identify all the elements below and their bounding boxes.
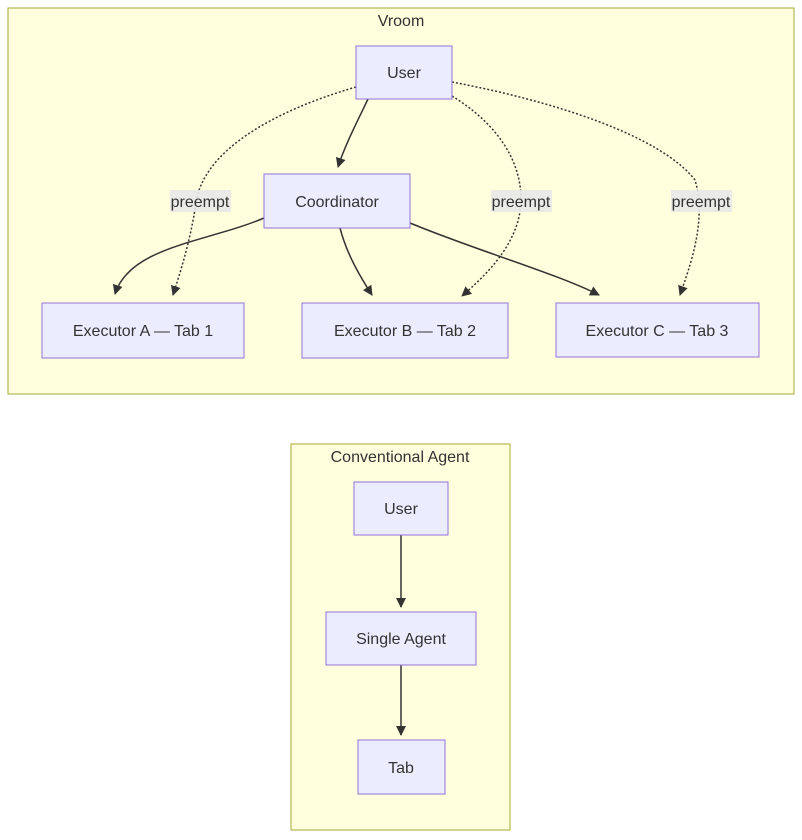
node-vroom-user: User [355, 45, 453, 100]
edge-label-preempt-c-bg [671, 190, 732, 212]
node-conventional-user: User [353, 481, 449, 536]
node-single-agent: Single Agent [325, 611, 477, 666]
node-single-agent-box [325, 611, 477, 666]
edge-user-to-executor-a-preempt [170, 86, 357, 296]
node-conventional-user-box [353, 481, 449, 536]
edge-user-to-executor-c-preempt [451, 81, 700, 296]
edge-label-preempt-c: preempt [671, 190, 732, 212]
node-vroom-user-box [355, 45, 453, 100]
node-tab: Tab [357, 739, 446, 795]
edge-user-to-coordinator [335, 98, 369, 168]
node-conventional-user-label: User [384, 501, 418, 518]
node-executor-c-label: Executor C — Tab 3 [586, 323, 729, 340]
edge-label-preempt-c-text: preempt [672, 194, 731, 211]
vroom-subgraph: Vroom preempt preempt preempt [7, 7, 795, 395]
edge-label-preempt-b-text: preempt [492, 194, 551, 211]
node-executor-a-label: Executor A — Tab 1 [73, 323, 213, 340]
node-executor-c: Executor C — Tab 3 [555, 302, 760, 358]
edge-label-preempt-b: preempt [491, 190, 552, 212]
edge-label-preempt-b-bg [491, 190, 552, 212]
edge-coordinator-to-executor-b [339, 227, 373, 296]
edge-label-preempt-a-bg [170, 190, 231, 212]
node-tab-label: Tab [388, 760, 414, 777]
node-executor-b-label: Executor B — Tab 2 [334, 323, 476, 340]
node-executor-a: Executor A — Tab 1 [41, 302, 245, 359]
vroom-subgraph-title: Vroom [378, 13, 425, 30]
edge-label-preempt-a: preempt [170, 190, 231, 212]
node-executor-b: Executor B — Tab 2 [301, 302, 509, 359]
conventional-subgraph: Conventional Agent User Single Agent Tab [290, 443, 511, 831]
node-vroom-user-label: User [387, 65, 421, 82]
node-executor-a-box [41, 302, 245, 359]
edge-coordinator-to-executor-c [409, 222, 600, 296]
node-coordinator: Coordinator [263, 173, 411, 229]
node-executor-b-box [301, 302, 509, 359]
node-tab-box [357, 739, 446, 795]
conventional-subgraph-title: Conventional Agent [331, 449, 470, 466]
node-single-agent-label: Single Agent [356, 631, 446, 648]
node-coordinator-label: Coordinator [295, 194, 379, 211]
node-executor-c-box [555, 302, 760, 358]
node-coordinator-box [263, 173, 411, 229]
edge-label-preempt-a-text: preempt [171, 194, 230, 211]
edge-coordinator-to-executor-a [112, 217, 265, 295]
